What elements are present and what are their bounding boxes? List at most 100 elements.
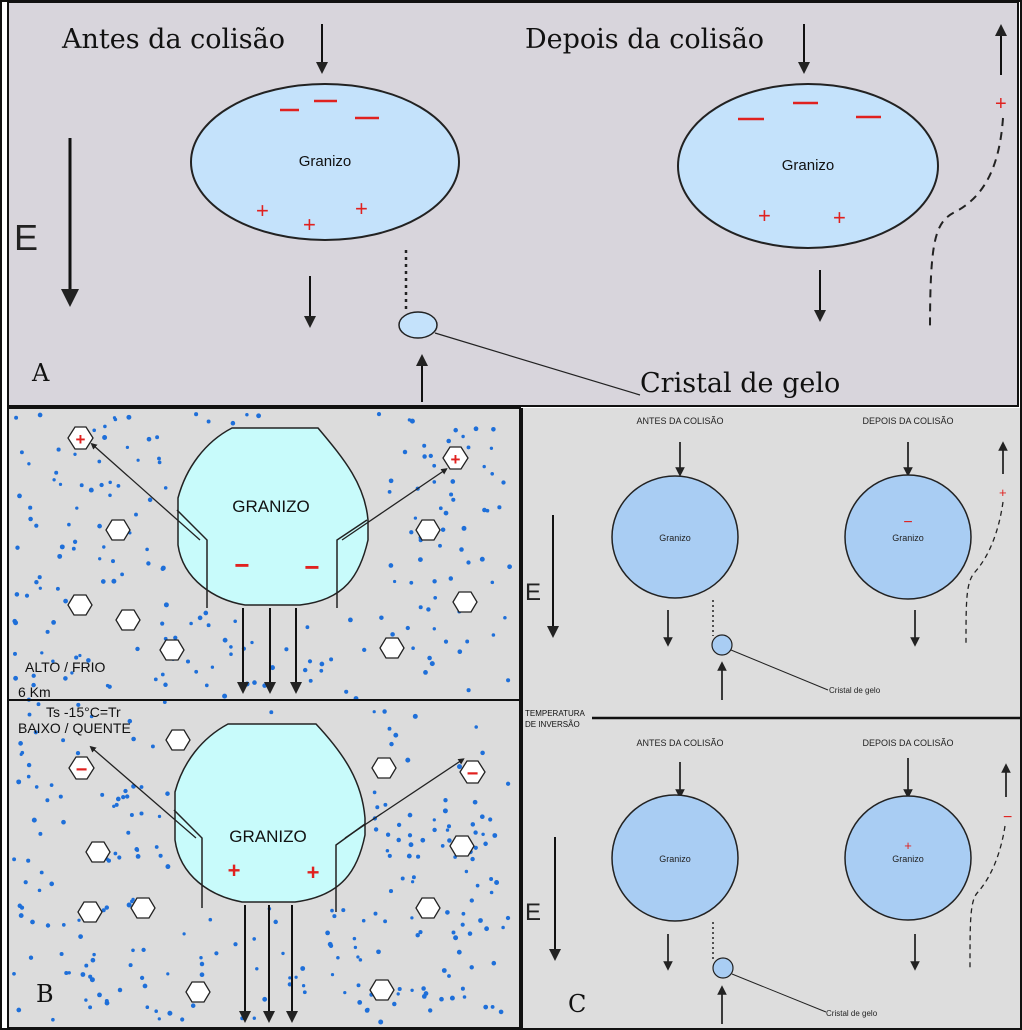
ice-particle	[70, 671, 74, 675]
hailstone-label-c-lower-after: Granizo	[892, 854, 924, 864]
hailstone-lower	[174, 723, 366, 903]
ice-particle	[490, 580, 495, 585]
ice-particle	[461, 525, 467, 531]
ice-particle	[76, 702, 81, 707]
ice-particle	[416, 854, 421, 859]
ice-particle	[103, 424, 107, 429]
ice-particle	[491, 633, 496, 637]
ice-particle	[162, 700, 167, 704]
ice-particle	[387, 490, 392, 494]
ice-particle	[51, 659, 55, 664]
ice-particle	[141, 947, 146, 953]
hailstone-label-before: Granizo	[299, 153, 352, 170]
ice-particle	[440, 527, 446, 532]
ice-particle	[373, 827, 379, 832]
ice-particle	[98, 557, 102, 561]
ice-particle	[470, 822, 476, 827]
ice-crystal-hexagon	[105, 519, 131, 541]
ice-particle	[78, 653, 82, 658]
charge-plus-before-2: +	[303, 212, 316, 237]
ice-particle	[36, 702, 41, 707]
ice-particle	[126, 830, 131, 835]
ice-particle	[128, 963, 133, 968]
ice-particle	[396, 837, 401, 843]
ice-particle	[505, 915, 511, 921]
ice-particle	[287, 982, 292, 987]
ice-particle	[153, 677, 158, 682]
ice-particle	[145, 547, 149, 552]
ice-particle	[482, 507, 487, 513]
ice-particle	[114, 802, 119, 807]
ice-particle	[462, 995, 467, 999]
ice-particle	[410, 880, 415, 884]
ice-crystal-pointer-c-upper	[730, 649, 829, 691]
ice-particle	[20, 750, 25, 755]
hailstone-label-c-lower-before: Granizo	[659, 854, 691, 864]
ice-particle	[147, 497, 153, 503]
ice-particle	[12, 857, 17, 862]
ice-particle	[415, 933, 420, 938]
ice-particle	[108, 493, 112, 498]
ice-particle	[457, 649, 463, 655]
ice-particle	[432, 579, 437, 584]
ice-crystal-a	[398, 311, 438, 339]
ice-particle	[73, 452, 77, 456]
panel-b: GRANIZO − − GRANIZO + + + + −	[7, 407, 521, 1029]
ice-particle	[102, 435, 108, 440]
ice-particle	[233, 942, 238, 947]
ice-particle	[307, 659, 313, 664]
ice-particle	[13, 675, 19, 681]
hailstone-label-lower: GRANIZO	[229, 827, 306, 846]
ice-particle	[432, 480, 437, 484]
ice-particle	[343, 990, 347, 995]
ice-particle	[489, 446, 494, 450]
ice-particle	[116, 484, 121, 488]
hailstone-c-upper-after	[844, 474, 972, 600]
ice-particle	[173, 635, 178, 640]
ice-particle	[440, 844, 445, 848]
ice-particle	[505, 781, 511, 786]
ice-particle	[34, 785, 39, 789]
ice-particle	[383, 802, 388, 807]
ice-particle	[497, 505, 502, 510]
ice-particle	[135, 854, 141, 859]
ice-particle	[89, 977, 95, 983]
ice-particle	[67, 522, 71, 527]
ice-particle	[417, 557, 423, 563]
ice-particle	[348, 617, 353, 623]
ice-crystal-label-a: Cristal de gelo	[640, 368, 840, 399]
ice-particle	[180, 1017, 185, 1022]
crystal-trajectory-c-upper	[965, 501, 1004, 646]
charge-minus-c-lower-crystal: −	[1003, 809, 1012, 826]
ice-particle	[75, 506, 79, 510]
ice-particle	[406, 853, 412, 859]
ice-particle	[78, 934, 83, 939]
ice-particle	[52, 478, 56, 482]
ice-particle	[501, 480, 506, 485]
ice-particle	[222, 693, 228, 699]
ice-particle	[397, 986, 402, 992]
panel-a-label: A	[31, 359, 50, 387]
charge-plus-lower-1: +	[228, 858, 241, 883]
ice-particle	[111, 559, 115, 564]
ice-particle	[418, 605, 423, 610]
ice-crystal-label-c-upper: Cristal de gelo	[829, 686, 881, 695]
ice-particle	[39, 870, 44, 875]
field-label-a: E	[14, 217, 38, 258]
ice-particle	[33, 730, 38, 735]
ice-particle	[74, 655, 79, 660]
ice-particle	[157, 456, 161, 461]
ice-particle	[136, 458, 140, 462]
ice-particle	[439, 996, 444, 1002]
ice-particle	[427, 655, 432, 661]
ice-particle	[489, 877, 494, 881]
before-title-c-lower: ANTES DA COLISÃO	[636, 738, 723, 748]
ice-particle	[479, 556, 485, 562]
hailstone-c-lower-after	[844, 795, 972, 921]
height-label: 6 Km	[18, 684, 51, 700]
ice-particle	[255, 967, 259, 971]
ice-particle	[155, 435, 160, 440]
ice-particle	[97, 459, 102, 464]
ice-crystal-hexagon	[379, 637, 405, 659]
ice-particle	[443, 639, 449, 644]
